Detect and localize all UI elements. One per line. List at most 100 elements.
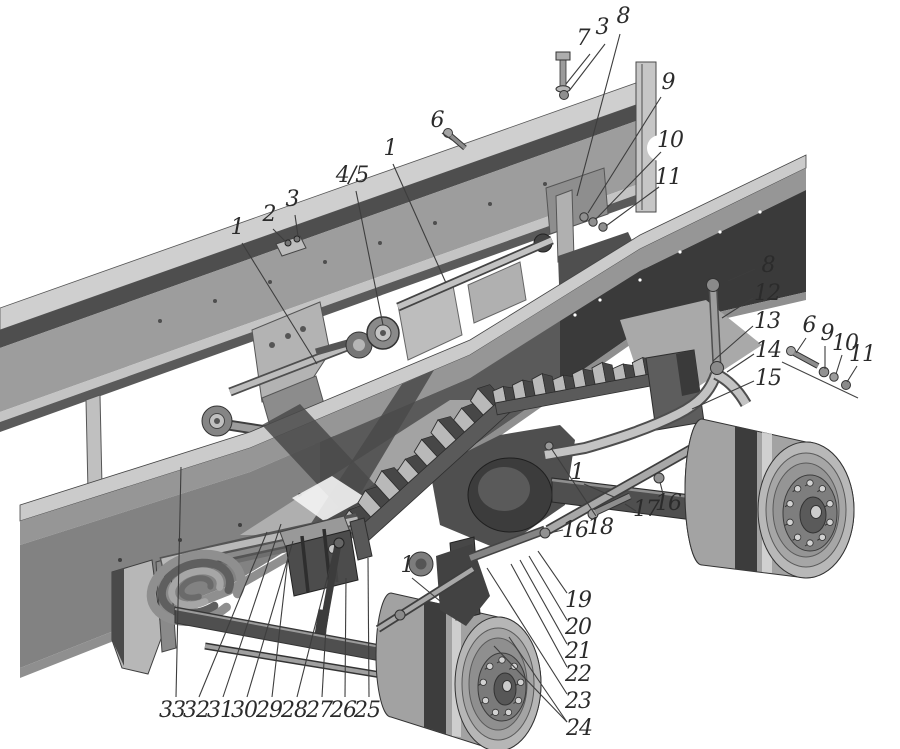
callout-15-16: 15 xyxy=(755,366,781,391)
leader-line-24 xyxy=(493,645,568,723)
callout-2-9: 2 xyxy=(262,202,276,227)
leader-line-18 xyxy=(550,447,597,517)
callout-4/5-8: 4/5 xyxy=(335,163,368,188)
shackle xyxy=(349,517,373,561)
callout-27-38: 27 xyxy=(305,698,333,723)
callout-1-41: 1 xyxy=(401,553,414,578)
nut-16b xyxy=(539,527,551,539)
leader-line-1 xyxy=(392,163,447,284)
leader-line-3 xyxy=(294,214,299,237)
callout-24-31: 24 xyxy=(565,716,592,741)
leader-line-8 xyxy=(576,33,621,197)
leader-line-33 xyxy=(175,466,182,698)
callout-1-11: 1 xyxy=(231,215,244,240)
callout-10-4: 10 xyxy=(657,128,684,153)
callout-25-40: 25 xyxy=(353,698,380,723)
callout-28-37: 28 xyxy=(280,698,308,723)
leader-line-1 xyxy=(411,577,441,602)
callout-9-18: 9 xyxy=(821,321,835,346)
callout-8-12: 8 xyxy=(762,253,776,278)
callout-16-23: 16 xyxy=(655,491,682,516)
leader-line-14 xyxy=(726,353,755,373)
steering-cluster xyxy=(375,525,547,633)
rivet-holes xyxy=(158,182,547,323)
leader-line-30 xyxy=(246,540,294,698)
rail-end-section xyxy=(635,61,657,213)
callout-12-13: 12 xyxy=(754,281,780,306)
leader-line-10 xyxy=(595,151,662,220)
callout-6-17: 6 xyxy=(803,313,817,338)
leader-line-19 xyxy=(537,550,568,594)
leader-line-1 xyxy=(583,483,615,498)
leader-line-20 xyxy=(528,555,568,621)
leader-line-16 xyxy=(659,481,664,495)
callout-32-33: 32 xyxy=(183,698,209,723)
leader-line-16 xyxy=(548,529,564,534)
leader-line-9 xyxy=(587,96,662,214)
leader-line-11 xyxy=(605,186,660,227)
leader-line-25 xyxy=(367,557,370,698)
leader-line-21 xyxy=(519,559,568,645)
leader-line-6 xyxy=(795,337,807,354)
callout-31-34: 31 xyxy=(207,698,233,723)
callout-8-2: 8 xyxy=(617,4,631,29)
callout-16-24: 16 xyxy=(562,518,589,543)
nut-16a xyxy=(653,472,665,484)
leader-line-22 xyxy=(510,563,568,668)
callout-30-35: 30 xyxy=(231,698,258,723)
leader-line-23 xyxy=(486,567,568,695)
leader-line-10 xyxy=(835,354,843,375)
callout-6-6: 6 xyxy=(431,108,445,133)
leader-line-29 xyxy=(271,556,289,698)
leader-line-26 xyxy=(344,577,347,698)
leader-line-1 xyxy=(241,242,318,365)
callout-14-15: 14 xyxy=(755,338,781,363)
callout-17-22: 17 xyxy=(633,497,660,522)
callout-1-7: 1 xyxy=(384,136,397,161)
leader-line-7 xyxy=(565,53,591,85)
callout-20-27: 20 xyxy=(564,615,592,640)
callout-26-39: 26 xyxy=(329,698,357,723)
leader-line-2 xyxy=(272,228,287,243)
support-post xyxy=(85,394,103,492)
callout-9-3: 9 xyxy=(662,70,676,95)
leader-line-17 xyxy=(624,503,637,512)
callout-3-10: 3 xyxy=(286,187,299,212)
rear-suspension xyxy=(340,278,752,550)
leader-line-24 xyxy=(508,636,568,723)
leader-line-11 xyxy=(846,365,858,383)
callout-1-21: 1 xyxy=(571,460,584,485)
callout-33-32: 33 xyxy=(159,698,185,723)
leader-line-4/5 xyxy=(355,190,384,326)
callout-13-14: 13 xyxy=(754,309,780,334)
callout-29-36: 29 xyxy=(255,698,283,723)
callout-23-30: 23 xyxy=(564,689,591,714)
leader-line-32 xyxy=(198,531,268,698)
leader-line-8 xyxy=(727,268,756,282)
bolt-7 xyxy=(559,57,567,87)
front-brake-drum xyxy=(375,592,542,749)
group-line xyxy=(781,361,859,399)
callout-7-0: 7 xyxy=(577,26,591,51)
callout-21-28: 21 xyxy=(564,639,591,664)
leader-line-12 xyxy=(721,297,754,319)
far-frame-rail xyxy=(0,61,673,492)
callout-19-26: 19 xyxy=(565,588,592,613)
callout-18-25: 18 xyxy=(587,515,614,540)
callout-11-20: 11 xyxy=(849,342,875,367)
right-brake-drum xyxy=(684,418,855,579)
leader-line-13 xyxy=(712,325,754,362)
leader-line-27 xyxy=(321,608,328,698)
nut-cluster xyxy=(579,212,589,222)
callout-22-29: 22 xyxy=(564,662,591,687)
callout-10-19: 10 xyxy=(832,331,859,356)
callout-3-1: 3 xyxy=(596,15,609,40)
leader-line-3 xyxy=(568,43,606,92)
flange-holes xyxy=(573,210,762,317)
leader-line-28 xyxy=(296,550,335,698)
hardware xyxy=(275,51,859,539)
callout-11-5: 11 xyxy=(655,165,681,190)
leader-line-31 xyxy=(222,523,282,698)
